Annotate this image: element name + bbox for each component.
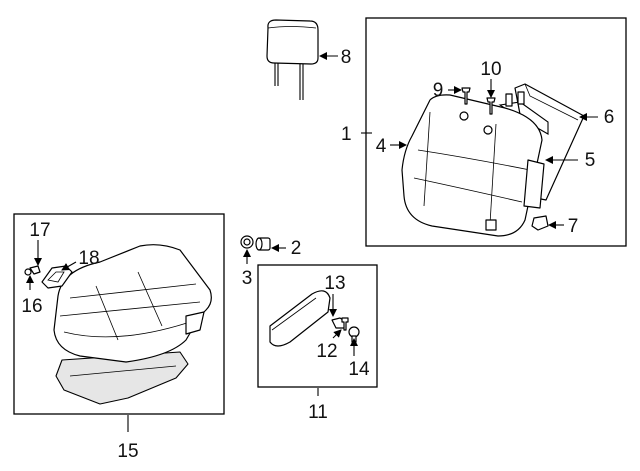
callout-6: 6	[604, 107, 615, 128]
callout-7: 7	[568, 216, 579, 237]
callout-11: 11	[308, 402, 328, 423]
callout-3: 3	[242, 268, 253, 289]
armrest-group-frame	[257, 264, 378, 388]
pivot-bushing	[255, 237, 271, 251]
seat-trim-ring	[41, 265, 73, 289]
headrest	[266, 19, 319, 100]
callout-5: 5	[585, 150, 596, 171]
callout-15: 15	[117, 441, 138, 462]
leader-12	[332, 329, 342, 339]
callout-8: 8	[341, 47, 352, 68]
callout-1: 1	[341, 124, 352, 145]
pivot-washer	[240, 235, 254, 249]
cushion-group-frame	[13, 213, 225, 415]
callout-9: 9	[433, 80, 444, 101]
callout-13: 13	[324, 273, 345, 294]
seatback-bolt	[461, 87, 471, 105]
callout-18: 18	[78, 248, 99, 269]
armrest	[269, 290, 331, 347]
seatback-clip	[531, 215, 549, 231]
callout-12: 12	[316, 341, 337, 362]
seat-clip	[24, 265, 41, 276]
leader-18	[61, 261, 77, 271]
seatback-cushion	[401, 94, 543, 237]
callout-14: 14	[348, 359, 370, 380]
callout-4: 4	[376, 136, 387, 157]
seat-cushion	[53, 244, 212, 405]
callout-2: 2	[291, 238, 302, 259]
armrest-screw	[341, 317, 349, 331]
callout-17: 17	[29, 220, 50, 241]
seatback-group-frame	[365, 17, 627, 247]
callout-10: 10	[480, 59, 501, 80]
callout-16: 16	[21, 296, 42, 317]
seatback-bracket	[523, 159, 545, 209]
seatback-screw	[486, 97, 496, 115]
